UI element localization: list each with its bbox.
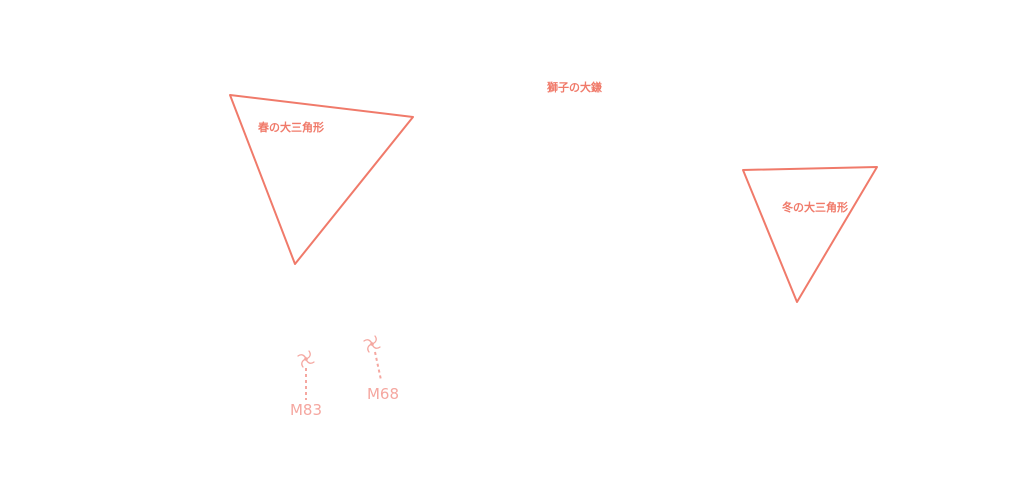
- spring-triangle-label: 春の大三角形: [258, 120, 324, 134]
- winter-triangle[interactable]: 冬の大三角形: [742, 166, 878, 303]
- galaxy-m68[interactable]: M68: [363, 335, 399, 403]
- winter-triangle-outline: [742, 166, 878, 303]
- winter-triangle-label: 冬の大三角形: [782, 200, 848, 214]
- spring-triangle-outline: [229, 94, 414, 265]
- spring-triangle[interactable]: 春の大三角形: [229, 94, 414, 265]
- spiral-galaxy-icon: [297, 350, 315, 368]
- m68-leader-line: [374, 351, 382, 381]
- galaxy-m83[interactable]: M83: [290, 350, 322, 419]
- m68-label: M68: [367, 385, 399, 403]
- m83-label: M83: [290, 401, 322, 419]
- sickle-of-leo-label[interactable]: 獅子の大鎌: [546, 80, 602, 94]
- spiral-galaxy-icon: [363, 335, 381, 353]
